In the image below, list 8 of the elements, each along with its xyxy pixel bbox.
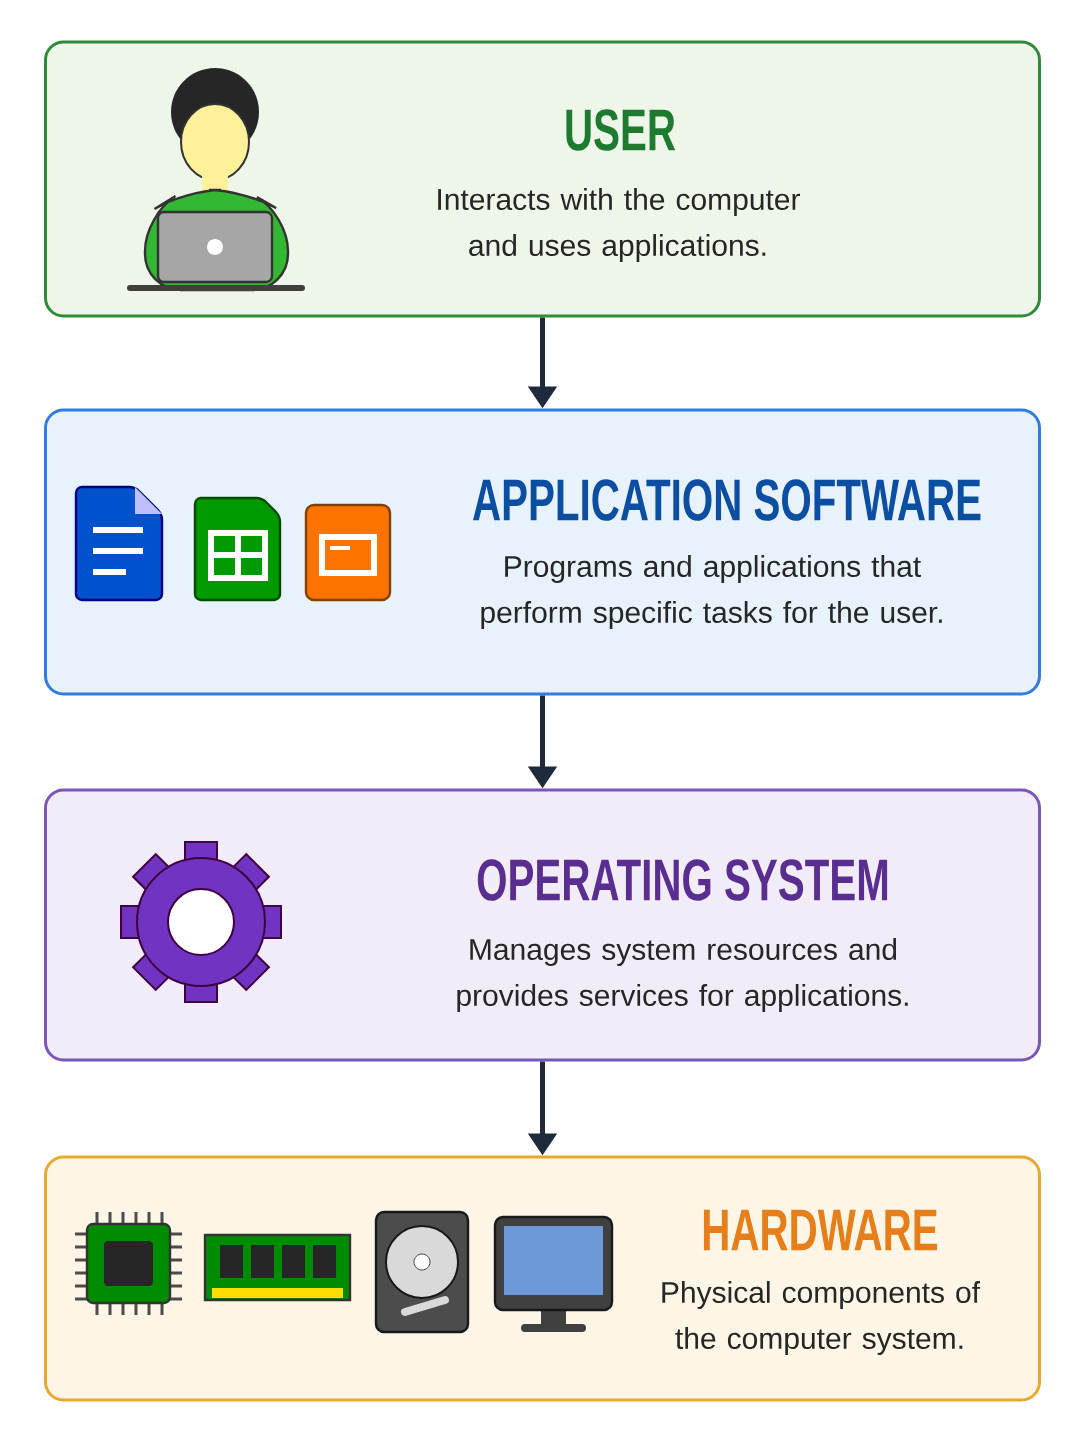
layer-title: HARDWARE — [704, 1209, 938, 1251]
layer-description: Programs and applications that perform specific tasks for the user. — [481, 555, 942, 629]
layer-title: APPLICATION SOFTWARE — [473, 479, 981, 521]
layer-description: Physical components of the computer system. — [662, 1281, 981, 1355]
layer-title: USER — [566, 109, 676, 151]
layer-description: Interacts with the computer and uses applications. — [438, 188, 800, 262]
layer-description: Manages system resources and provides services for applications. — [457, 938, 908, 1012]
layer-title: OPERATING SYSTEM — [477, 859, 888, 901]
